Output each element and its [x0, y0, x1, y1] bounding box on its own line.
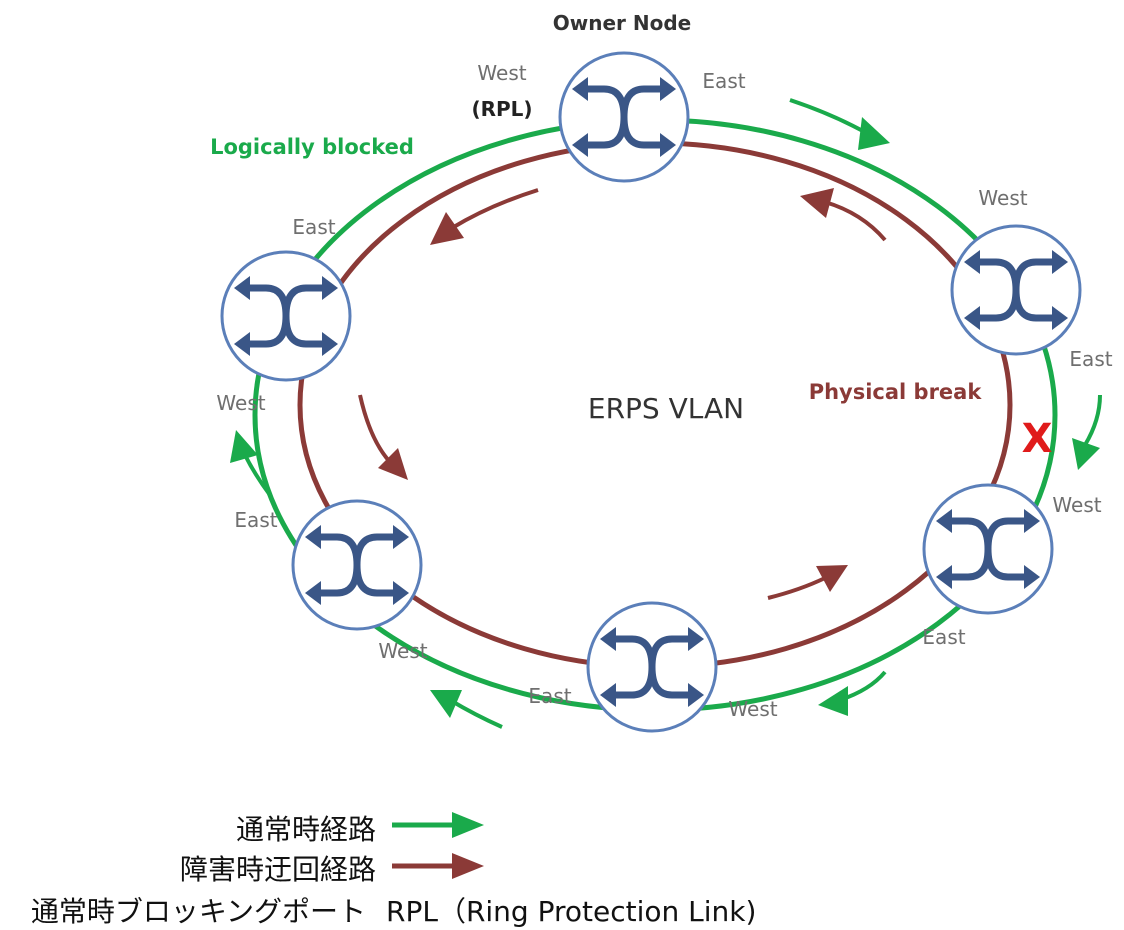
node-northeast [950, 224, 1082, 356]
port-label: West [378, 639, 427, 663]
port-label: East [922, 625, 965, 649]
port-label: East [1069, 347, 1112, 371]
node-southeast [922, 483, 1054, 615]
node-bottom [586, 601, 718, 733]
port-label: West [728, 697, 777, 721]
port-label: West [477, 61, 526, 85]
port-label: East [528, 684, 571, 708]
legend-rpl-label: RPL（Ring Protection Link) [386, 895, 757, 928]
owner-node-label: Owner Node [553, 11, 691, 35]
red-flow-arrows [358, 188, 887, 600]
logically-blocked-label: Logically blocked [210, 135, 414, 159]
green-flow-arrows [230, 98, 1102, 729]
center-label: ERPS VLAN [588, 392, 744, 425]
port-label: West [216, 391, 265, 415]
node-northwest [220, 250, 352, 382]
legend-failure-arrow [392, 853, 484, 879]
break-mark: X [1022, 416, 1053, 462]
legend-normal-path-label: 通常時経路 [235, 813, 376, 846]
port-label: East [702, 69, 745, 93]
physical-break-label: Physical break [809, 380, 983, 404]
legend-failure-path-label: 障害時迂回経路 [179, 853, 376, 886]
legend-normal-arrow [392, 812, 484, 838]
port-label: East [292, 215, 335, 239]
owner-node [558, 51, 690, 183]
node-southwest [291, 499, 423, 631]
port-label: West [978, 186, 1027, 210]
port-label: West [1052, 493, 1101, 517]
legend-blocking-port-label: 通常時ブロッキングポート [30, 895, 366, 928]
port-label: East [234, 508, 277, 532]
rpl-label: (RPL) [471, 97, 532, 121]
